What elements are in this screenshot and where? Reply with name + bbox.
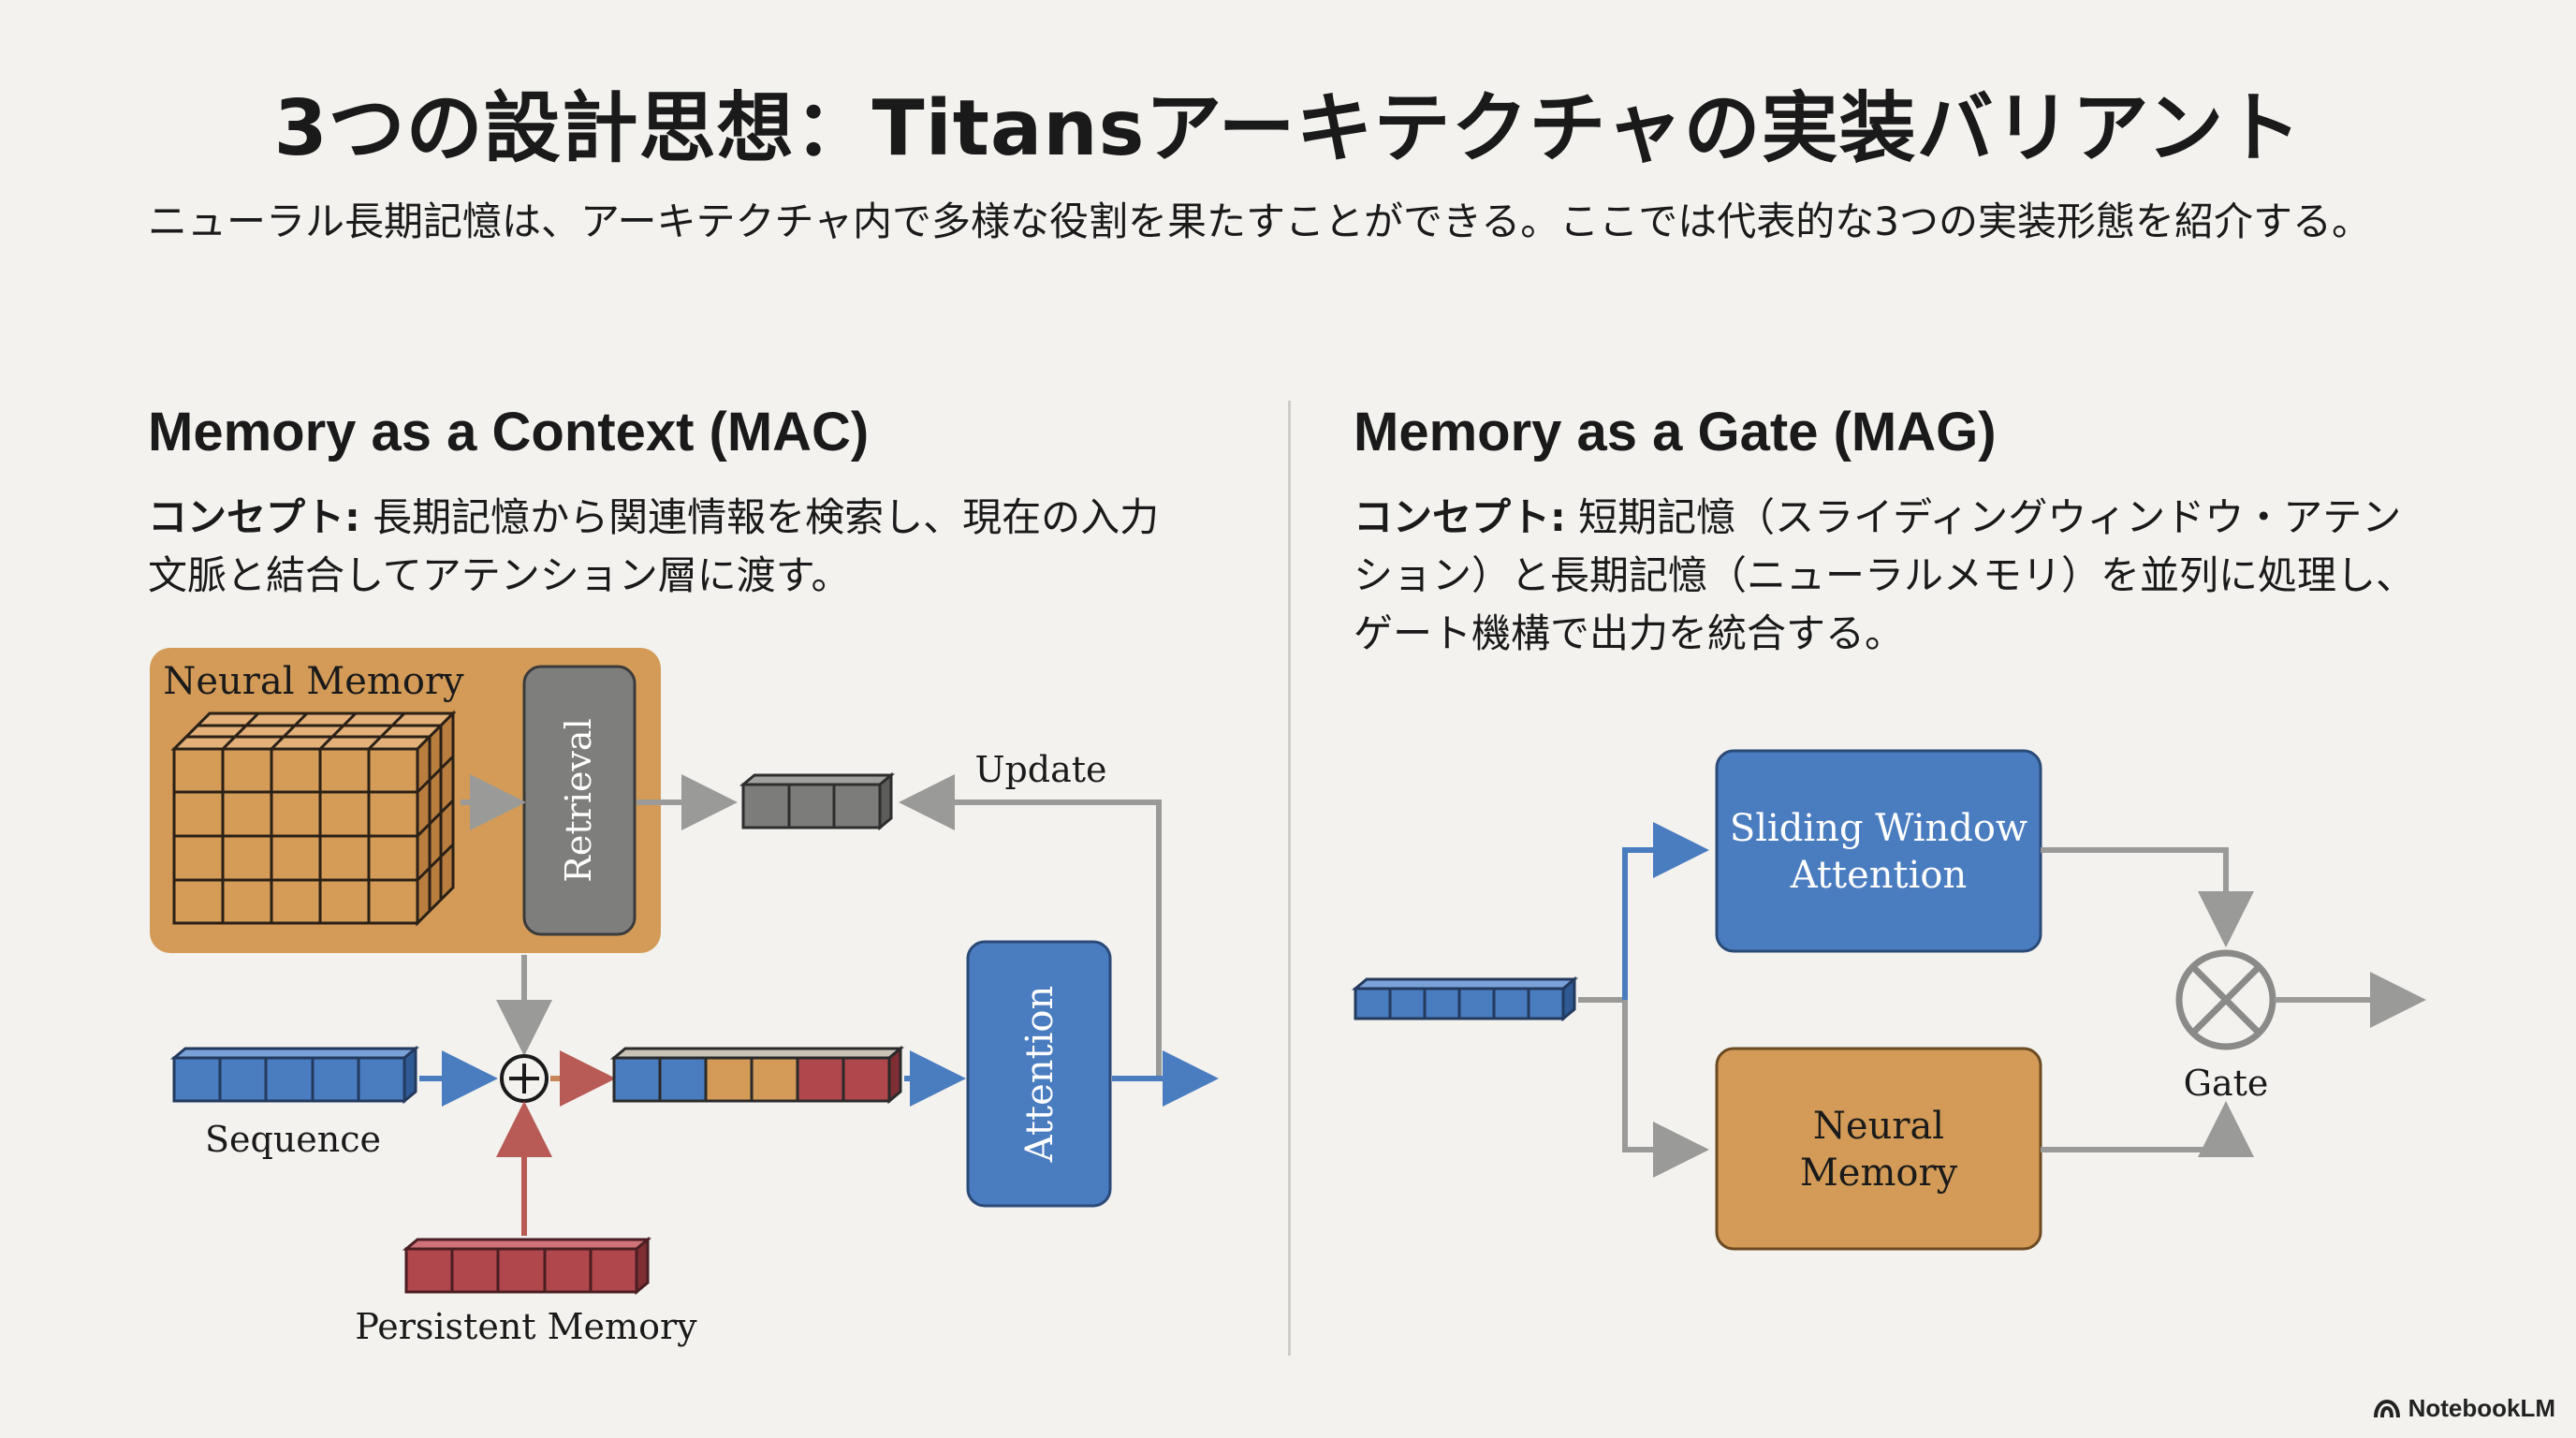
mag-neural-memory-line2: Memory [1800,1152,1958,1195]
mac-concept-line1: 長期記憶から関連情報を検索し、現在の入力 [359,494,1160,540]
sequence-label: Sequence [205,1119,381,1160]
swa-label-line1: Sliding Window [1730,807,2027,850]
persistent-memory-tokens [402,1236,652,1296]
mag-concept: コンセプト: 短期記憶（スライディングウィンドウ・アテン ション）と長期記憶（ニ… [1354,489,2477,663]
mac-diagram: Neural Memory Retrieval Update [150,648,1219,1347]
mag-concept-line3: ゲート機構で出力を統合する。 [1354,610,1905,656]
arrow-neural-memory-to-gate [2041,1101,2254,1157]
neural-memory-label: Neural Memory [163,660,464,703]
retrieved-tokens [739,771,896,831]
sliding-window-attention-block [1715,749,2042,953]
concat-plus-icon [500,1054,549,1103]
combined-context-tokens [609,1045,905,1105]
intro-text: ニューラル長期記憶は、アーキテクチャ内で多様な役割を果たすことができる。ここでは… [148,198,2371,244]
notebooklm-logo-icon [2373,1399,2400,1417]
mac-concept-line2: 文脈と結合してアテンション層に渡す。 [148,552,851,598]
mag-neural-memory-block [1715,1047,2042,1251]
attention-label: Attention [1018,986,1061,1163]
arrow-input-to-swa [1622,822,1709,1000]
arrow-swa-to-gate [2041,847,2254,947]
mag-diagram: Sliding Window Attention Neural Memory G… [1351,749,2426,1251]
memory-cube-icon [170,710,457,927]
retrieval-label: Retrieval [558,718,599,882]
arrow-input-to-neural-memory [1622,1000,1709,1178]
mac-section-title: Memory as a Context (MAC) [148,402,870,462]
mag-input-tokens [1351,976,1579,1022]
mag-concept-line2: ション）と長期記憶（ニューラルメモリ）を並列に処理し、 [1354,552,2416,598]
update-label: Update [974,749,1106,790]
mac-concept-label: コンセプト: [148,494,360,540]
mag-section-title: Memory as a Gate (MAG) [1354,402,1997,462]
notebooklm-brand: NotebookLM [2373,1394,2555,1423]
gate-label: Gate [2184,1063,2269,1104]
sequence-tokens [169,1045,420,1105]
persistent-memory-label: Persistent Memory [355,1306,697,1347]
mac-concept: コンセプト: 長期記憶から関連情報を検索し、現在の入力 文脈と結合してアテンショ… [148,489,1234,605]
brand-label: NotebookLM [2408,1394,2555,1422]
arrow-update [899,774,1162,1077]
attention-block [966,940,1112,1208]
swa-label-line2: Attention [1790,854,1967,897]
mag-neural-memory-line1: Neural [1813,1105,1944,1148]
page-title: 3つの設計思想：Titansアーキテクチャの実装バリアント [273,84,2303,173]
gate-multiply-icon [2175,949,2276,1050]
mag-concept-line1: 短期記憶（スライディングウィンドウ・アテン [1565,494,2402,540]
section-divider [1288,401,1291,1356]
mag-concept-label: コンセプト: [1354,494,1566,540]
